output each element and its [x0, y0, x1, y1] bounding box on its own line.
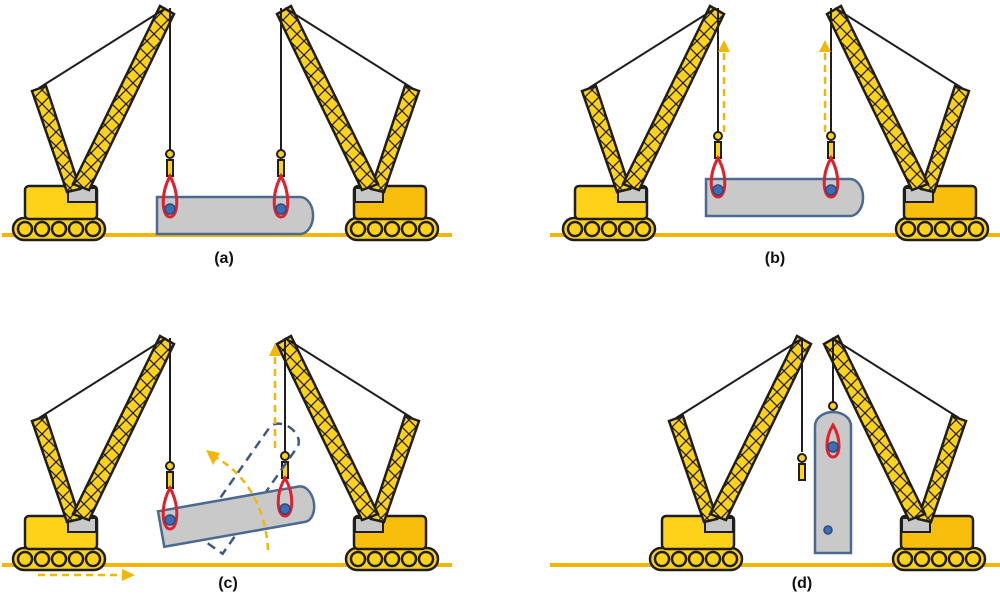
- load-vessel: [704, 177, 865, 218]
- lifting-lug: [164, 514, 176, 526]
- lifting-lug: [712, 184, 724, 196]
- panel-label-b: (b): [765, 250, 785, 267]
- sling-right: [822, 154, 840, 199]
- hook-right: [826, 131, 836, 159]
- hook-left: [713, 131, 723, 159]
- crane-left: [648, 334, 813, 572]
- hook-left: [165, 149, 175, 177]
- sling-right: [276, 475, 294, 518]
- ghost-load-outline: [193, 422, 301, 556]
- lifting-lug: [279, 503, 291, 515]
- hook-left: [797, 453, 807, 481]
- load-vessel: [155, 195, 315, 236]
- panel-d: (d): [550, 334, 1000, 592]
- sling-left: [709, 154, 727, 199]
- panel-label-d: (d): [792, 575, 812, 592]
- lifting-lug: [275, 203, 287, 215]
- sling-left: [161, 172, 179, 219]
- sling-left: [161, 484, 179, 531]
- lifting-lug: [164, 203, 176, 215]
- sling-right: [272, 172, 290, 219]
- crane-left: [11, 334, 176, 572]
- panel-c: (c): [2, 334, 452, 592]
- panel-b: (b): [550, 4, 1000, 267]
- sling: [825, 422, 841, 459]
- crane-right: [275, 334, 440, 572]
- panel-label-c: (c): [218, 575, 238, 592]
- load-vessel: [156, 485, 316, 549]
- crane-left: [11, 4, 176, 242]
- hook-left: [165, 461, 175, 489]
- crane-left: [561, 4, 726, 242]
- lifting-lug: [823, 525, 833, 535]
- lifting-lug: [825, 184, 837, 196]
- rotation-arrow: [214, 455, 270, 551]
- panel-label-a: (a): [214, 250, 234, 267]
- panel-a: (a): [2, 4, 452, 267]
- lifting-lug: [827, 441, 839, 453]
- hook-right: [276, 149, 286, 177]
- load-vessel: [813, 410, 853, 555]
